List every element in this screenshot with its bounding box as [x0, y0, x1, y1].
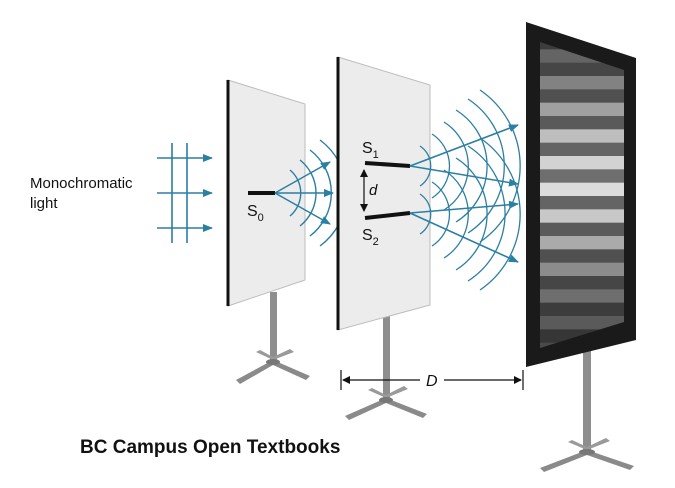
fringe-band — [540, 289, 624, 304]
slit-s2-label: S2 — [362, 227, 379, 248]
fringe-band — [540, 276, 624, 290]
source-label-line2: light — [30, 195, 58, 212]
fringe-band — [540, 316, 624, 330]
distance-dimension — [340, 370, 524, 390]
stand-1 — [236, 292, 310, 384]
stand-3 — [540, 342, 634, 472]
fringe-band — [540, 249, 624, 264]
fringe-band — [540, 169, 624, 184]
fringe-band — [540, 129, 624, 144]
credit-text: BC Campus Open Textbooks — [80, 437, 341, 458]
fringe-band — [540, 302, 624, 317]
slit-s0-label: S0 — [247, 203, 264, 224]
s2-rays — [409, 200, 519, 263]
fringe-band — [540, 89, 624, 104]
fringe-band — [540, 102, 624, 117]
s1-wavefronts — [419, 89, 521, 243]
fringe-band — [540, 209, 624, 224]
screen — [526, 22, 636, 367]
slit-s1-label: S1 — [362, 140, 379, 161]
screen-distance-label: D — [426, 373, 438, 390]
fringe-band — [540, 196, 624, 210]
s2-wavefronts — [419, 137, 521, 291]
slit-s2 — [364, 211, 411, 220]
slit-separation-label: d — [369, 182, 378, 199]
fringe-band — [540, 182, 624, 197]
interference-fringes — [540, 42, 624, 348]
fringe-band — [540, 116, 624, 130]
fringe-band — [540, 236, 624, 250]
fringe-band — [540, 142, 624, 157]
stand-2 — [345, 316, 427, 420]
fringe-band — [540, 156, 624, 170]
s0-rays — [274, 161, 334, 225]
fringe-band — [540, 62, 624, 77]
fringe-band — [540, 262, 624, 277]
source-label: Monochromatic — [30, 175, 133, 192]
fringe-band — [540, 76, 624, 90]
single-slit-panel — [226, 79, 306, 307]
fringe-band — [540, 222, 624, 237]
incoming-rays — [157, 154, 213, 232]
s1-rays — [409, 124, 519, 187]
double-slit-panel — [336, 56, 431, 331]
slit-s1 — [364, 161, 411, 168]
